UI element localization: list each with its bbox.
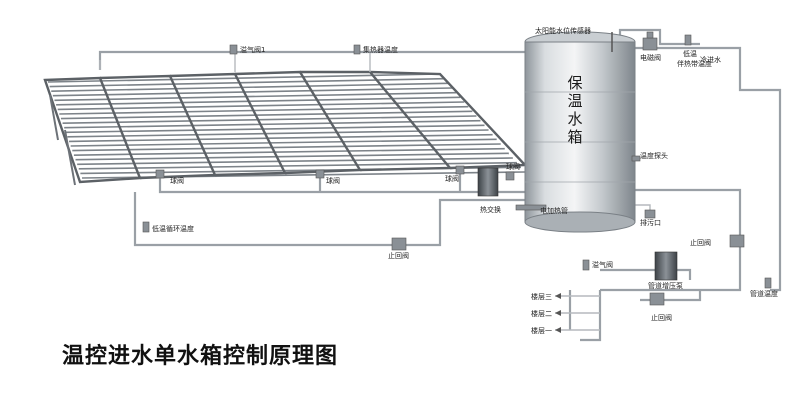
tank-label-char-1: 保: [567, 74, 582, 92]
temp-probe-icon: [631, 155, 641, 162]
tank-body: [524, 41, 636, 223]
companion-temp-sensor-icon: [684, 34, 692, 46]
collector-temp-sensor-icon: [353, 44, 361, 55]
piping: [98, 28, 782, 342]
collector-tube: [73, 147, 505, 156]
check-valve-right-icon: [729, 234, 745, 248]
insulated-water-tank: 保 温 水 箱: [524, 31, 636, 233]
label-low-temp-circ: 低温循环温度: [152, 224, 194, 233]
floor-2-arrow-icon: [555, 310, 561, 316]
tank-label-char-2: 温: [567, 92, 582, 110]
drain-outlet-icon: [644, 209, 656, 219]
label-heat-exchanger: 热交换: [480, 205, 501, 214]
solenoid-valve-head: [646, 31, 654, 39]
collector-leg: [64, 129, 76, 186]
collector-frame-6: [369, 70, 528, 170]
label-check-valve-left: 止回阀: [388, 251, 409, 260]
label-electric-heater: 电加热管: [540, 206, 568, 215]
electric-heater-icon: [515, 204, 547, 211]
diagram-title: 温控进水单水箱控制原理图: [62, 344, 339, 369]
ball-valve-a-icon: [155, 169, 165, 179]
solar-collector-array: [43, 70, 528, 186]
collector-leg: [49, 94, 59, 141]
collector-tube: [49, 77, 445, 88]
ball-valve-d-icon: [505, 171, 515, 181]
label-drain-outlet: 排污口: [640, 218, 661, 227]
heat-exchanger-pump-icon: [477, 167, 499, 197]
cold-water-pipe: [618, 28, 700, 46]
label-pipe-temp: 管道温度: [750, 289, 778, 298]
tank-label-char-4: 箱: [567, 128, 582, 146]
label-vent-valve: 溢气阀: [592, 260, 613, 269]
label-water-level-sensor: 太阳能水位传感器: [535, 26, 591, 35]
booster-pump-icon: [654, 251, 678, 281]
low-temp-circ-sensor-icon: [142, 221, 150, 233]
floor-1-arrow-icon: [555, 327, 561, 333]
label-collector-temp: 集热器温度: [363, 45, 398, 54]
pipe-temp-sensor-icon: [764, 277, 772, 289]
label-ball-valve-b: 球阀: [326, 176, 340, 185]
tank-label-char-3: 水: [567, 110, 582, 128]
collector-outlet-pipe: [98, 40, 530, 70]
vent-valve-icon: [582, 259, 590, 271]
label-ball-valve-c: 球阀: [445, 174, 459, 183]
ball-valve-b-icon: [315, 169, 325, 179]
collector-tube: [75, 152, 509, 161]
pump-loop: [600, 268, 692, 280]
tank-bottom: [524, 211, 636, 233]
collector-frame-3: [169, 72, 287, 177]
ball-valve-c-icon: [455, 165, 465, 175]
label-check-valve-bottom: 止回阀: [651, 313, 672, 322]
check-valve-left-icon: [391, 237, 407, 251]
label-temp-probe: 温度探头: [640, 151, 668, 160]
check-valve-bottom-icon: [649, 292, 665, 306]
label-floor-2: 楼层二: [531, 309, 552, 318]
collector-tube: [72, 143, 501, 152]
label-floor-3: 楼层三: [531, 292, 552, 301]
label-low-temp-companion-1: 低温: [683, 49, 697, 58]
floor-supply-riser: [580, 290, 602, 342]
low-temp-circulation-pipe: [133, 192, 530, 247]
label-cold-water-inlet: 冷进水: [700, 55, 721, 64]
companion-pipe: [632, 46, 782, 292]
label-floor-1: 楼层一: [531, 326, 552, 335]
collector-tube: [77, 157, 513, 166]
collector-tube: [78, 161, 517, 170]
label-booster-pump: 管道增压泵: [648, 281, 683, 290]
collector-return-pipe: [158, 178, 470, 194]
label-ball-valve-d: 球阀: [506, 162, 520, 171]
solenoid-valve-icon: [642, 37, 658, 51]
collector-frame-2: [99, 74, 217, 180]
collector-frame-5: [300, 70, 453, 172]
vent-valve-1-icon: [229, 44, 238, 55]
floor-3-arrow-icon: [555, 293, 561, 299]
label-solenoid-valve: 电磁阀: [640, 53, 661, 62]
collector-tube: [47, 73, 441, 83]
label-low-temp-companion-2: 伴热带温度: [677, 59, 712, 68]
label-ball-valve-a: 球阀: [170, 176, 184, 185]
check-valve-loop: [640, 290, 702, 302]
label-vent-valve-1: 溢气阀1: [240, 45, 265, 54]
label-check-valve-right: 止回阀: [690, 238, 711, 247]
